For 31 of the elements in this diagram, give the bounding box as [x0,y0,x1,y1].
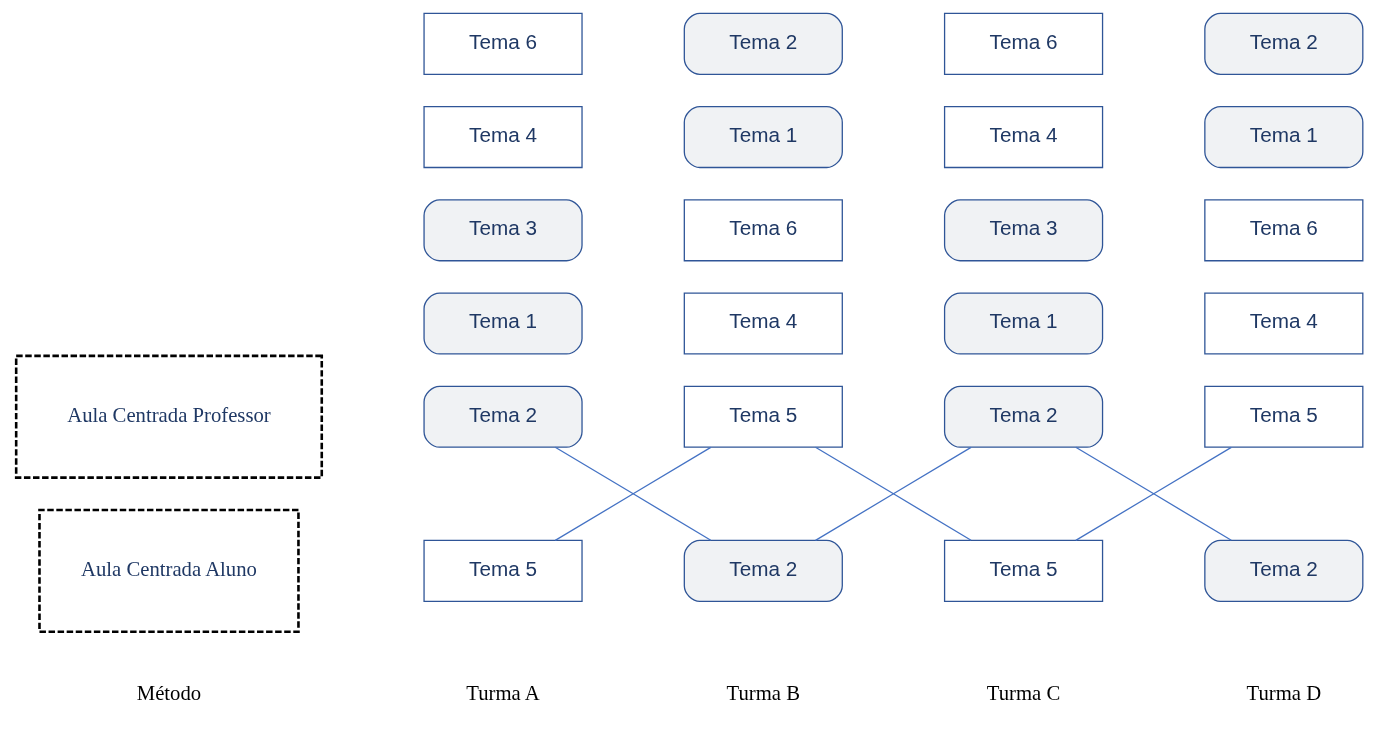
node-box: Tema 5 [943,539,1104,602]
node-box: Tema 5 [423,539,583,602]
node-box: Tema 2 [1204,539,1364,602]
node-box: Tema 1 [1204,106,1364,169]
node-box: Tema 5 [683,385,843,448]
label: Turma C [986,682,1061,705]
label: Turma A [466,682,540,705]
node-box: Aula Centrada Professor [14,354,324,479]
node-box: Tema 4 [1204,292,1364,355]
node-box: Tema 4 [423,106,583,169]
node-box: Tema 2 [683,12,843,75]
node-box: Tema 1 [683,106,843,169]
node-box: Tema 6 [683,199,843,262]
node-box: Tema 5 [1204,385,1364,448]
node-box: Tema 6 [423,12,583,75]
node-box: Tema 3 [943,199,1104,262]
node-box: Tema 2 [943,385,1104,448]
node-box: Tema 6 [1204,199,1364,262]
node-box: Tema 4 [683,292,843,355]
node-box: Tema 2 [683,539,843,602]
node-box: Tema 4 [943,106,1104,169]
node-box: Tema 3 [423,199,583,262]
node-box: Tema 2 [423,385,583,448]
node-box: Aula Centrada Aluno [38,508,300,633]
node-box: Tema 1 [943,292,1104,355]
label: Turma B [726,682,801,705]
label: Turma D [1246,682,1322,705]
node-box: Tema 2 [1204,12,1364,75]
node-box: Tema 6 [943,12,1104,75]
node-box: Tema 1 [423,292,583,355]
label: Método [136,682,202,705]
